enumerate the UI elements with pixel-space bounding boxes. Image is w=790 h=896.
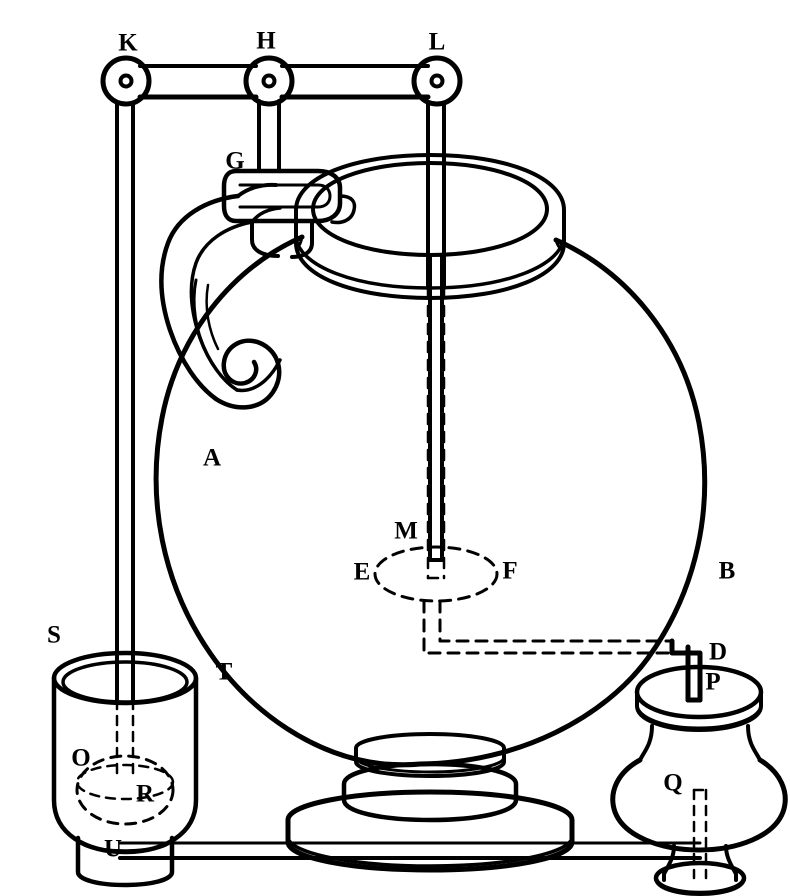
label-E: E <box>354 559 371 586</box>
pump-assembly <box>610 638 788 896</box>
float-ball-OR <box>75 754 175 826</box>
rod-K-hidden <box>115 698 135 777</box>
label-layer: K H L G A B M E F S T O R U D P Q <box>47 28 735 863</box>
label-O: O <box>71 745 90 772</box>
pivot-joint-L[interactable] <box>411 55 463 107</box>
label-M: M <box>394 518 418 545</box>
vessel-rim-collar <box>294 153 566 300</box>
label-F: F <box>502 558 517 585</box>
label-U: U <box>104 836 122 863</box>
label-A: A <box>203 445 221 472</box>
scroll-handle <box>159 182 282 410</box>
left-cup <box>51 650 199 888</box>
rod-L-through-mouth <box>428 253 444 562</box>
pivot-joint-K[interactable] <box>100 55 152 107</box>
label-K: K <box>118 30 138 57</box>
top-pivot-beam <box>100 55 463 107</box>
pivot-joint-H[interactable] <box>243 55 295 107</box>
internal-plate-EF <box>373 545 499 603</box>
neck-clamp-G <box>221 168 357 259</box>
label-S: S <box>47 622 61 649</box>
label-B: B <box>719 558 736 585</box>
label-T: T <box>216 659 233 686</box>
vessel-pedestal <box>285 732 575 873</box>
hidden-outlet-pipe <box>422 599 674 655</box>
label-Q: Q <box>663 770 682 797</box>
rod-K-vertical <box>115 101 135 702</box>
label-H: H <box>256 28 276 55</box>
label-P: P <box>705 669 720 696</box>
label-G: G <box>225 148 244 175</box>
floor-pipe <box>118 841 702 860</box>
label-R: R <box>136 781 155 808</box>
rod-H-to-G <box>257 99 281 173</box>
label-D: D <box>709 639 727 666</box>
label-L: L <box>429 29 446 56</box>
